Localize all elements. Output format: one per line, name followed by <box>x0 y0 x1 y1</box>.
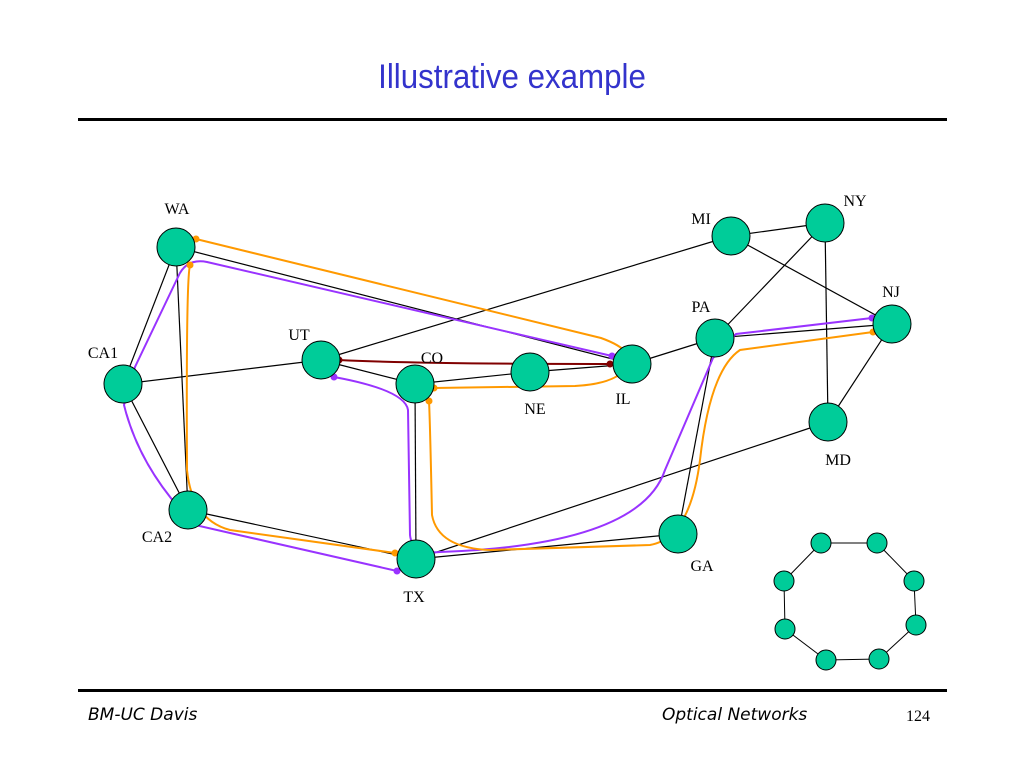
lightpath-endpoint-end <box>391 549 399 557</box>
node-wa <box>156 227 196 267</box>
node-label-wa: WA <box>165 201 190 218</box>
link-wa-ca1 <box>122 246 177 385</box>
footer-author: BM-UC Davis <box>88 705 198 725</box>
node-label-ca1: CA1 <box>88 345 118 362</box>
node-pa <box>695 318 735 358</box>
ring-diagram <box>773 532 927 671</box>
node-mi <box>711 216 751 256</box>
node-label-ut: UT <box>288 327 310 344</box>
node-co <box>395 364 435 404</box>
link-wa-il <box>175 246 633 365</box>
lightpath-endpoint-end <box>393 567 401 575</box>
link-ca1-ut <box>122 359 322 385</box>
ring-node <box>903 570 925 592</box>
lightpath-endpoint-end <box>606 360 614 368</box>
ring-node <box>774 618 796 640</box>
node-ut <box>301 340 341 380</box>
ring-node <box>866 532 888 554</box>
node-label-ga: GA <box>690 558 714 575</box>
node-label-il: IL <box>615 391 630 408</box>
node-label-ne: NE <box>524 401 545 418</box>
node-label-co: CO <box>421 350 443 367</box>
link-mi-nj <box>730 235 893 325</box>
link-nj-md <box>827 323 893 423</box>
link-pa-nj <box>714 323 893 339</box>
node-label-tx: TX <box>403 589 425 606</box>
lightpath-darkred-ut-co-ne-il <box>338 359 611 365</box>
node-label-mi: MI <box>691 211 711 228</box>
page-number: 124 <box>906 708 930 725</box>
ring-node <box>773 570 795 592</box>
node-nj <box>872 304 912 344</box>
node-ca2 <box>168 490 208 530</box>
node-ga <box>658 514 698 554</box>
link-ut-mi <box>320 235 732 361</box>
node-label-nj: NJ <box>882 284 900 301</box>
node-tx <box>396 539 436 579</box>
node-label-md: MD <box>825 452 851 469</box>
ring-node <box>815 649 837 671</box>
link-ny-pa <box>714 222 826 339</box>
node-label-ny: NY <box>843 193 867 210</box>
ring-node <box>905 614 927 636</box>
lightpath-endpoint-start <box>186 261 194 269</box>
link-ga-pa <box>677 337 716 535</box>
link-co-tx <box>414 383 417 560</box>
link-tx-md <box>415 421 829 560</box>
link-ca1-ca2 <box>122 383 189 511</box>
node-ny <box>805 203 845 243</box>
ring-node <box>810 532 832 554</box>
node-label-pa: PA <box>692 299 711 316</box>
node-ca1 <box>103 364 143 404</box>
lightpath-purple-ut-co-tx-pa-nj <box>333 317 873 554</box>
node-il <box>612 344 652 384</box>
node-ne <box>510 352 550 392</box>
ring-node <box>868 648 890 670</box>
link-tx-ga <box>415 533 679 560</box>
physical-links <box>122 222 893 560</box>
lightpath-endpoint-start <box>425 397 433 405</box>
lightpath-orange-co-tx-pa-nj <box>428 331 874 552</box>
footer-divider <box>78 689 947 692</box>
lightpath-orange-wa-ca2-tx <box>185 264 396 554</box>
lightpaths <box>122 235 877 575</box>
node-md <box>808 402 848 442</box>
footer-course: Optical Networks <box>662 705 808 725</box>
node-label-ca2: CA2 <box>142 529 172 546</box>
slide-title: Illustrative example <box>378 58 646 96</box>
network-nodes <box>103 203 912 579</box>
title-divider <box>78 118 947 121</box>
